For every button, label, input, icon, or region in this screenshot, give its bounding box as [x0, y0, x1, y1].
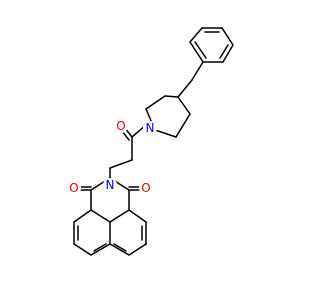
- bond: [145, 95, 166, 110]
- bond: [189, 41, 204, 63]
- bond: [219, 44, 229, 59]
- bond: [175, 113, 191, 138]
- bond: [154, 129, 177, 138]
- bond: [128, 243, 147, 256]
- bond: [222, 44, 234, 63]
- molecule-structure: O N N O O: [67, 27, 234, 256]
- atom-label-o: O: [116, 119, 125, 133]
- atom-label-n: N: [146, 121, 155, 135]
- label-background: [143, 121, 157, 135]
- imide-oxygen-left-atom: O: [67, 181, 81, 195]
- bond: [189, 27, 203, 43]
- imide-nitrogen-atom: N: [103, 178, 117, 192]
- bond: [221, 27, 234, 46]
- label-background: [67, 181, 81, 195]
- label-background: [114, 119, 128, 133]
- bond: [73, 209, 92, 223]
- bond: [128, 209, 147, 223]
- label-background: [139, 181, 153, 195]
- bond: [93, 243, 107, 252]
- atom-label-o: O: [69, 181, 78, 195]
- bond: [109, 243, 130, 256]
- bond: [73, 243, 92, 256]
- bond: [113, 243, 127, 252]
- imide-oxygen-right-atom: O: [139, 181, 153, 195]
- bond: [194, 41, 207, 59]
- label-background: [103, 178, 117, 192]
- bond: [164, 95, 179, 98]
- bond: [177, 96, 191, 115]
- bond: [109, 159, 133, 169]
- bond: [90, 209, 111, 223]
- bond: [191, 61, 204, 81]
- bond: [177, 79, 193, 98]
- atom-label-o: O: [141, 181, 150, 195]
- amide-oxygen-atom: O: [114, 119, 128, 133]
- atom-labels: O N N O O: [67, 119, 157, 195]
- piperidine-nitrogen-atom: N: [143, 121, 157, 135]
- bond: [90, 243, 111, 256]
- bond-layer: [73, 27, 234, 256]
- bond: [109, 209, 130, 223]
- atom-label-n: N: [106, 178, 115, 192]
